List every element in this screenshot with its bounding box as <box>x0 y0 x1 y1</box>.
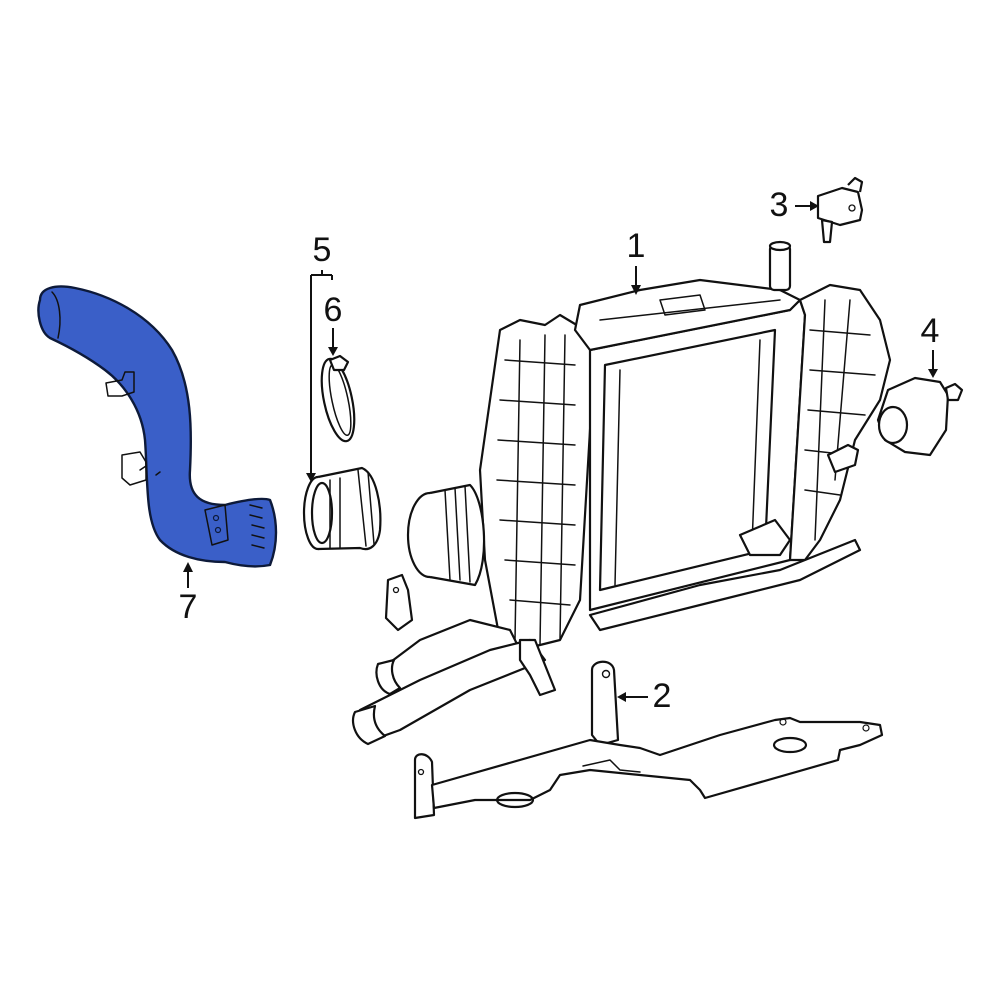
part-3-sensor[interactable] <box>816 176 864 244</box>
callout-5[interactable]: 5 <box>312 231 332 269</box>
part-6-clamp[interactable] <box>316 354 361 444</box>
part-1-intercooler[interactable] <box>351 240 892 746</box>
part-7-intercooler-hose[interactable] <box>37 285 278 568</box>
callout-1[interactable]: 1 <box>626 227 646 265</box>
callout-6[interactable]: 6 <box>323 291 343 329</box>
callout-3[interactable]: 3 <box>769 186 789 224</box>
callout-7[interactable]: 7 <box>178 588 198 626</box>
part-2-bracket[interactable] <box>413 660 884 820</box>
part-4-sensor[interactable] <box>876 376 964 457</box>
part-5-coupler[interactable] <box>302 466 382 551</box>
callout-2[interactable]: 2 <box>652 677 672 715</box>
callout-4[interactable]: 4 <box>920 312 940 350</box>
leader-lines <box>183 201 938 702</box>
